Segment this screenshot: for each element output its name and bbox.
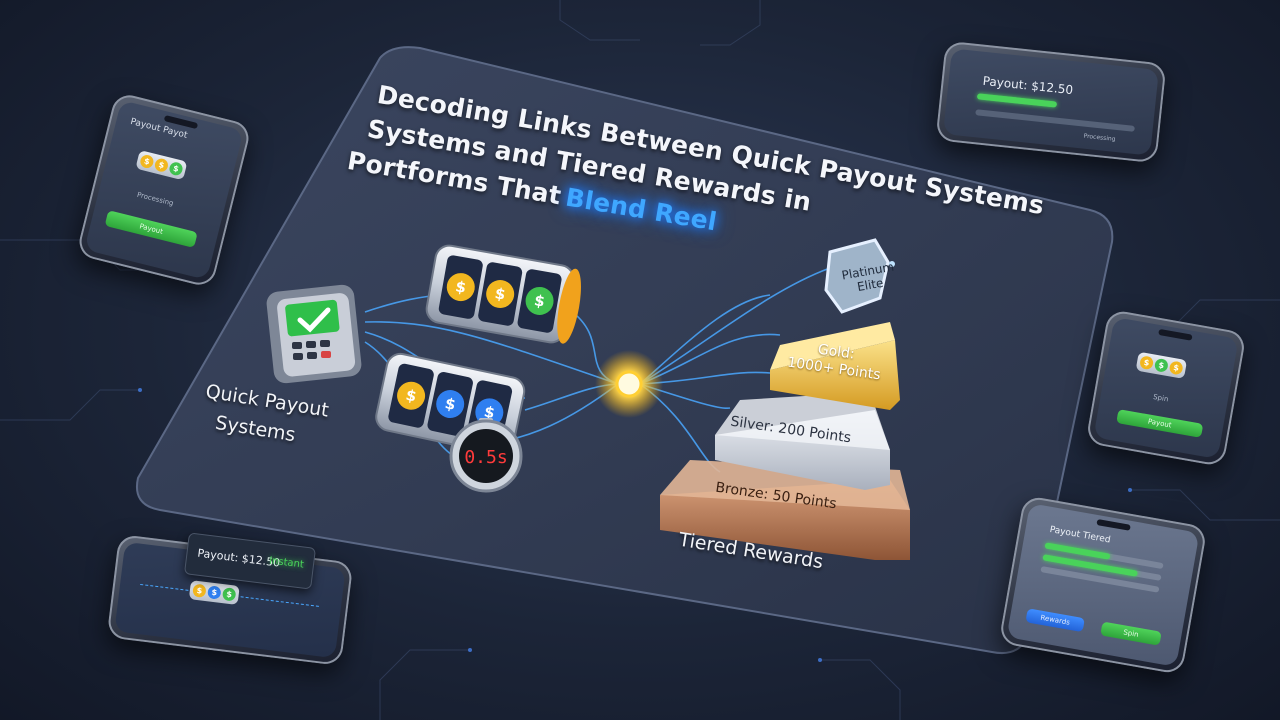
phone-caption: Spin	[1152, 392, 1170, 404]
svg-text:$: $	[493, 284, 506, 304]
svg-text:$: $	[482, 402, 496, 422]
payout-progress-track	[975, 109, 1135, 132]
platinum-badge-icon	[824, 238, 895, 314]
phone-bottom-right: Payout Tiered Rewards Spin	[998, 494, 1208, 676]
timer-readout: 0.5s	[464, 447, 507, 468]
phone-notch	[1158, 328, 1193, 341]
slot-reel-icon: $ $ $	[425, 244, 581, 344]
phone-notch	[1096, 519, 1131, 531]
checkmark-icon	[297, 307, 331, 333]
svg-text:$: $	[454, 277, 467, 297]
payout-progress-bar	[976, 93, 1058, 108]
stopwatch-icon: 0.5s	[449, 418, 523, 493]
dollar-coin-icon	[525, 286, 554, 315]
dollar-coin-icon	[446, 273, 475, 302]
payout-button[interactable]: Payout	[104, 210, 198, 248]
phone-screen: Payout Tiered Rewards Spin	[1006, 503, 1200, 667]
svg-text:$: $	[443, 394, 457, 414]
tier-pyramid	[660, 238, 910, 560]
phone-caption: Processing	[1083, 132, 1116, 143]
dollar-coin-icon	[436, 390, 465, 419]
phone-status: Processing	[136, 190, 175, 208]
slot-reel-icon: $ $ $	[188, 580, 240, 605]
rewards-button[interactable]: Rewards	[1025, 608, 1085, 633]
svg-text:$: $	[404, 386, 418, 406]
phone-screen: Payout: $12.50 Processing	[943, 48, 1159, 156]
slot-reel-icon: $ $ $	[135, 149, 188, 181]
payment-terminal-icon	[266, 284, 362, 384]
phone-screen: Payout Payot $ $ $ Processing Payout	[84, 100, 244, 280]
main-board: $ $ $ $ $ $ 0.5s	[130, 40, 1130, 680]
slot-reel-icon: $ $ $	[1135, 351, 1188, 379]
phone-mid-right: $ $ $ Spin Payout	[1085, 308, 1247, 468]
payout-amount: Payout: $12.50	[982, 73, 1074, 98]
board-graphics: $ $ $ $ $ $ 0.5s	[136, 46, 1114, 654]
payout-button[interactable]: Payout	[1116, 409, 1204, 438]
dollar-coin-icon	[397, 381, 426, 410]
spin-button[interactable]: Spin	[1100, 621, 1162, 646]
svg-text:$: $	[533, 291, 546, 311]
dollar-coin-icon	[486, 280, 515, 309]
phone-screen: $ $ $ Spin Payout	[1093, 316, 1239, 460]
phone-header: Payout Tiered	[1048, 524, 1112, 546]
